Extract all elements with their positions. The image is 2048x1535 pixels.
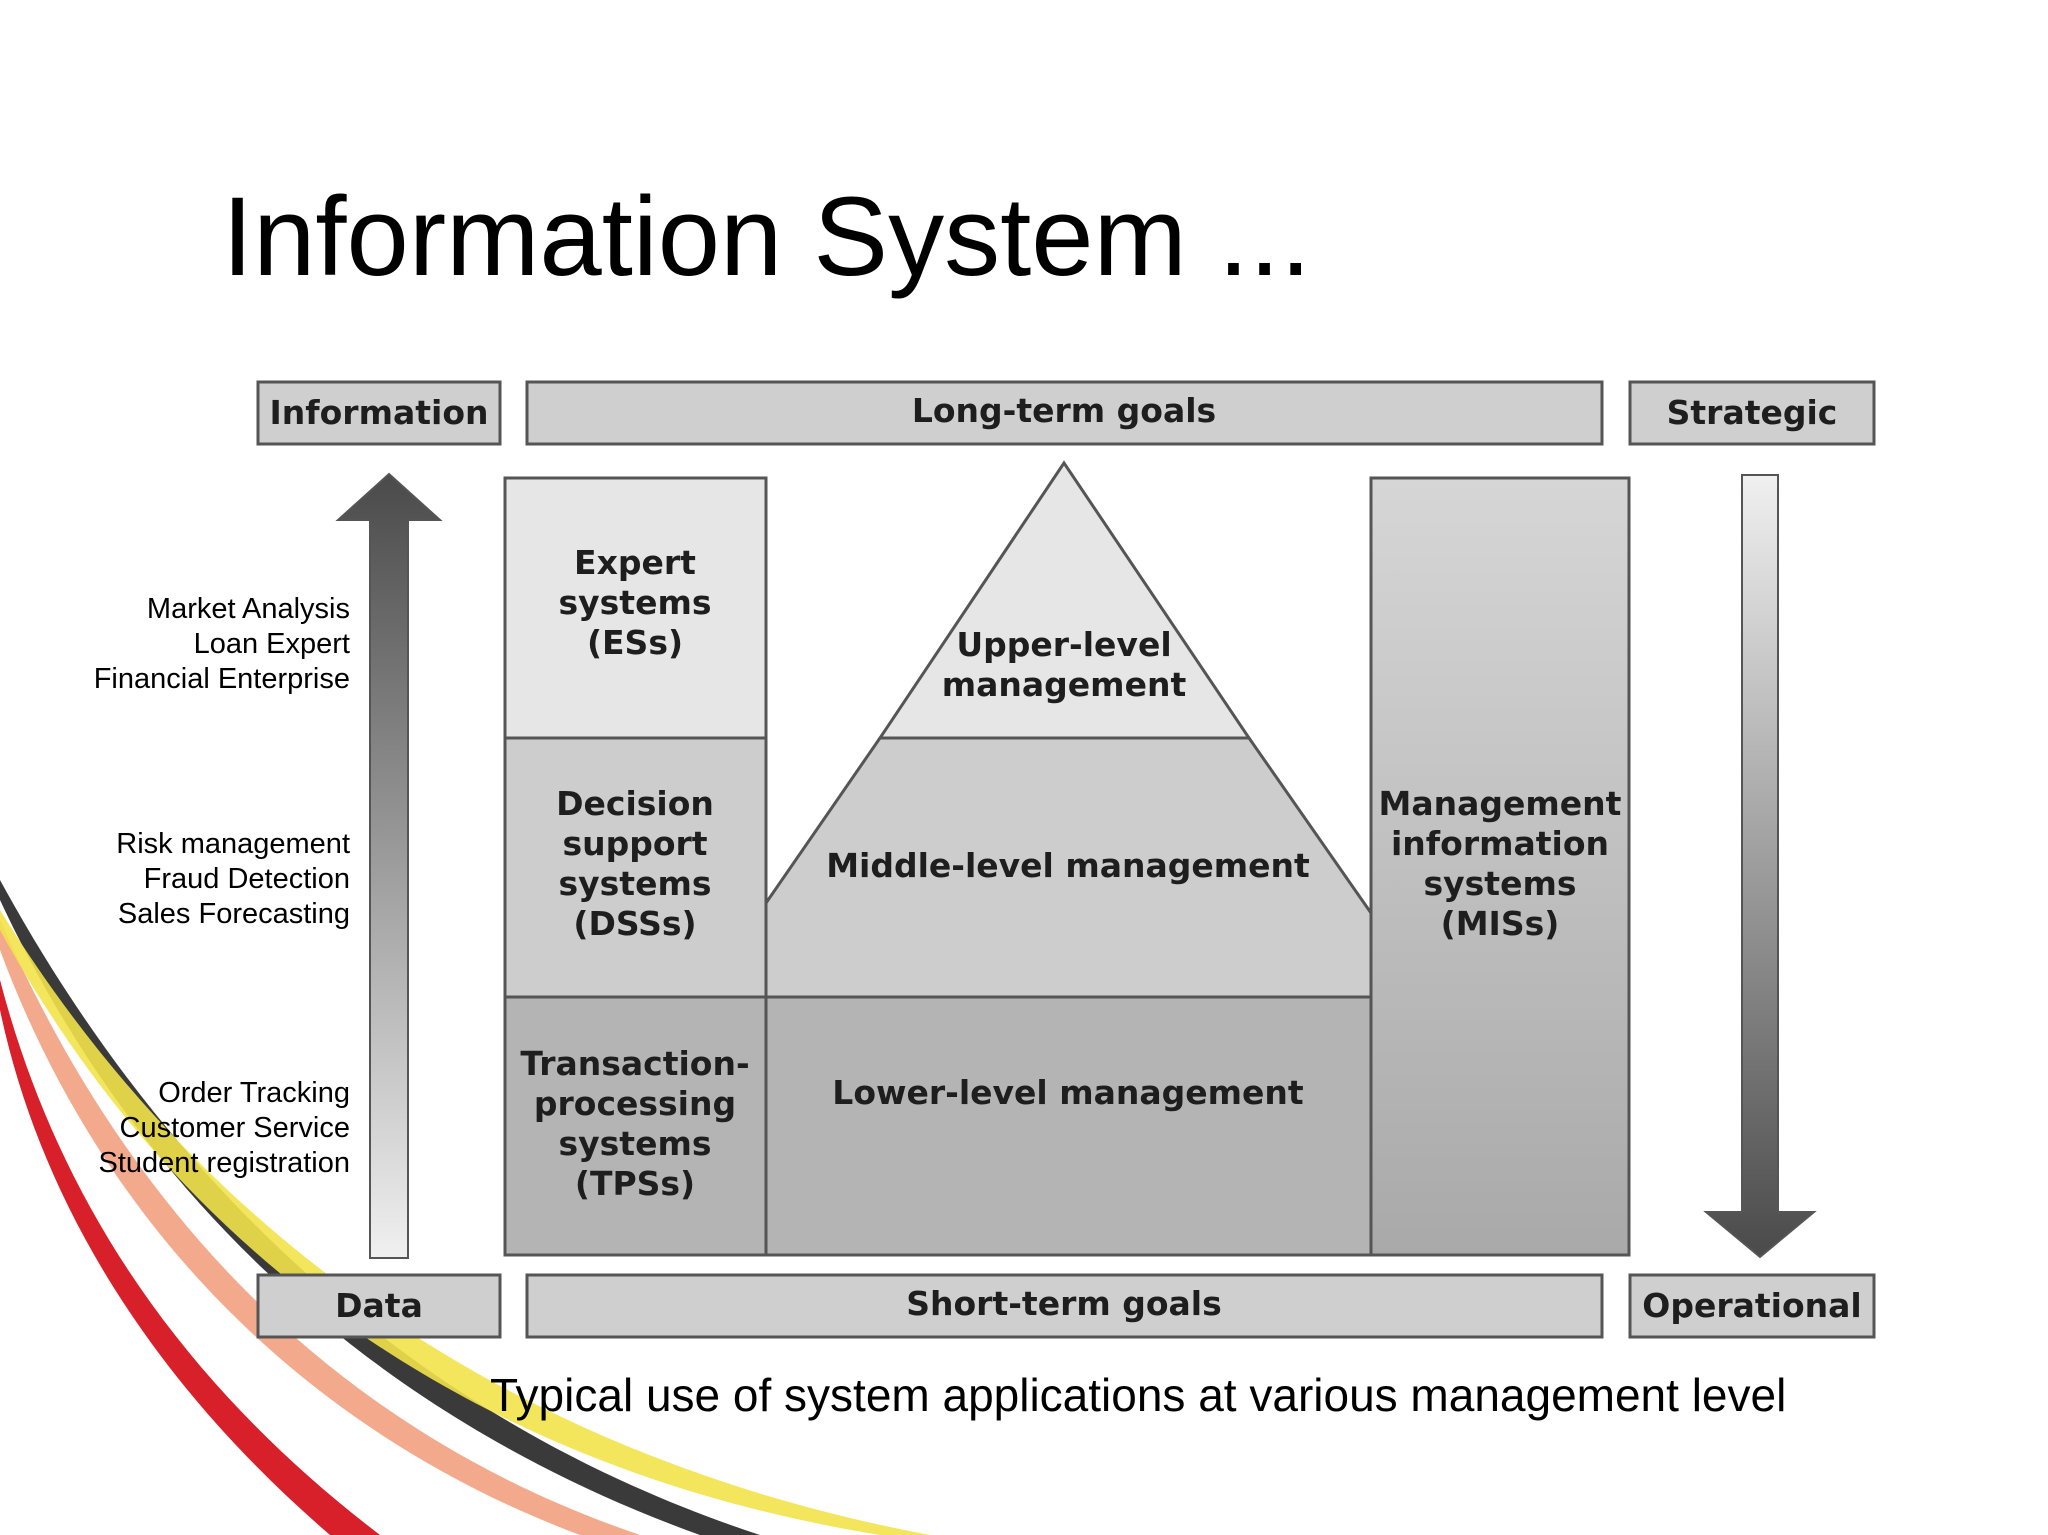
lower-level-management-label: Lower-level management — [832, 1073, 1304, 1112]
middle-level-management: Middle-level management — [764, 736, 1373, 999]
example-item: Order Tracking — [158, 1077, 350, 1109]
header-long-term-goals: Long-term goals — [525, 380, 1604, 446]
slide-title: Information System ... — [222, 174, 1312, 299]
upper-level-management-label: Upper-level — [956, 625, 1171, 664]
mis-label-line: (MISs) — [1441, 904, 1560, 943]
example-item: Customer Service — [119, 1112, 350, 1144]
dss-label-line: systems — [559, 864, 712, 903]
arrow-up-icon — [335, 472, 443, 1259]
dss-label-line: support — [562, 824, 707, 863]
header-strategic: Strategic — [1628, 380, 1876, 446]
upper-level-management: Upper-level management — [877, 460, 1252, 740]
header-long-term-goals-label: Long-term goals — [912, 391, 1216, 430]
mis-label-line: systems — [1424, 864, 1577, 903]
lower-level-management: Lower-level management — [764, 995, 1373, 1257]
mis-label-line: Management — [1379, 784, 1622, 823]
management-information-systems-box: Management information systems (MISs) — [1369, 476, 1631, 1257]
tps-label-line: processing — [534, 1084, 736, 1123]
header-strategic-label: Strategic — [1667, 393, 1838, 432]
footer-short-term-goals-label: Short-term goals — [906, 1284, 1222, 1323]
decision-support-systems-box: Decision support systems (DSSs) — [503, 736, 768, 999]
examples-tactical: Risk management Fraud Detection Sales Fo… — [116, 827, 350, 932]
tps-label-line: (TPSs) — [575, 1164, 695, 1203]
example-item: Financial Enterprise — [93, 663, 350, 695]
footer-operational-label: Operational — [1642, 1286, 1861, 1325]
arrow-down-icon — [1703, 474, 1817, 1259]
example-item: Fraud Detection — [143, 863, 350, 895]
tps-label-line: Transaction- — [520, 1044, 749, 1083]
upper-level-management-label: management — [942, 665, 1187, 704]
header-information: Information — [256, 380, 502, 446]
dss-label-line: Decision — [556, 784, 714, 823]
example-item: Loan Expert — [193, 628, 350, 660]
dss-label-line: (DSSs) — [573, 904, 696, 943]
expert-systems-label-line: (ESs) — [587, 623, 683, 662]
example-item: Risk management — [116, 828, 350, 860]
expert-systems-box: Expert systems (ESs) — [503, 476, 768, 740]
examples-strategic: Market Analysis Loan Expert Financial En… — [94, 592, 350, 697]
middle-level-management-label: Middle-level management — [826, 846, 1310, 885]
header-information-label: Information — [270, 393, 489, 432]
examples-operational: Order Tracking Customer Service Student … — [99, 1076, 350, 1181]
tps-label-line: systems — [559, 1124, 712, 1163]
example-item: Sales Forecasting — [117, 898, 350, 930]
example-item: Market Analysis — [146, 593, 350, 625]
footer-short-term-goals: Short-term goals — [525, 1273, 1604, 1339]
expert-systems-label-line: systems — [559, 583, 712, 622]
expert-systems-label-line: Expert — [574, 543, 696, 582]
footer-data: Data — [256, 1273, 502, 1339]
mis-label-line: information — [1391, 824, 1609, 863]
example-item: Student registration — [98, 1147, 350, 1179]
transaction-processing-systems-box: Transaction- processing systems (TPSs) — [503, 995, 768, 1257]
footer-data-label: Data — [335, 1286, 423, 1325]
footer-operational: Operational — [1628, 1273, 1876, 1339]
figure-caption: Typical use of system applications at va… — [490, 1369, 1787, 1421]
